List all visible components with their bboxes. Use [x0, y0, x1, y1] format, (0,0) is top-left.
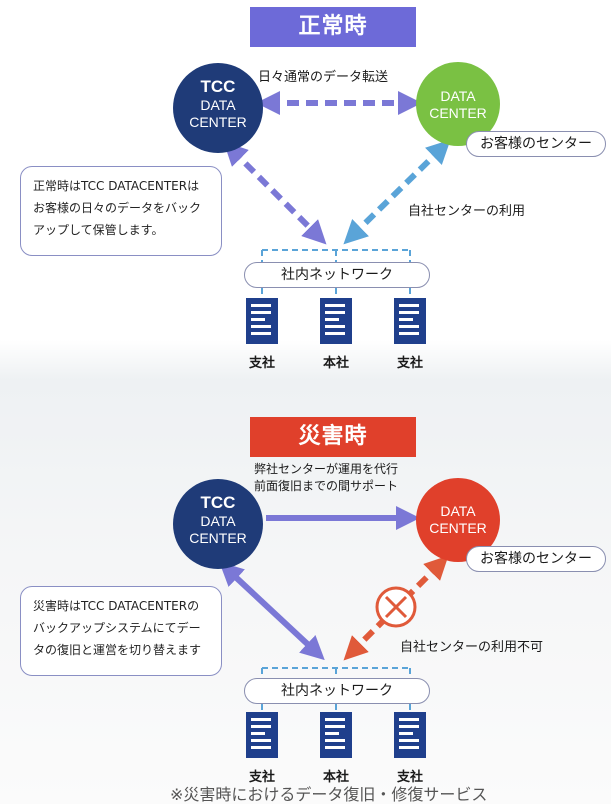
disaster-note-line: バックアップシステムにてデー — [33, 621, 201, 635]
tcc-datacenter-circle — [173, 479, 263, 569]
server-label-branch: 支社 — [248, 356, 275, 371]
network-lines — [261, 249, 411, 298]
normal-note-box: 正常時はTCC DATACENTERは お客様の日々のデータをバック アップして… — [20, 166, 222, 256]
client-label-line1: DATA — [440, 88, 476, 104]
network-lines — [261, 667, 411, 712]
disaster-diagram — [173, 478, 500, 758]
client-center-tag: お客様のセンター — [466, 131, 606, 157]
client-label-line2: CENTER — [429, 520, 487, 536]
server-icon — [394, 298, 426, 344]
disaster-recovery-arrow — [219, 561, 325, 661]
client-datacenter-label: DATA CENTER — [416, 88, 500, 122]
server-icon — [320, 298, 352, 344]
disaster-title: 災害時 — [250, 417, 416, 457]
tcc-label-line2: DATA — [200, 97, 236, 113]
normal-title: 正常時 — [250, 7, 416, 47]
normal-diagram — [173, 62, 500, 344]
disaster-unavailable-caption: 自社センターの利用不可 — [400, 640, 544, 655]
normal-network-pill: 社内ネットワーク — [244, 262, 430, 288]
disaster-note-line: タの復旧と運営を切り替えます — [33, 643, 202, 657]
client-datacenter-circle — [416, 62, 500, 146]
client-datacenter-circle — [416, 478, 500, 562]
server-label-branch: 支社 — [396, 770, 423, 785]
normal-note-line: アップして保管します。 — [33, 223, 164, 237]
normal-transfer-caption: 日々通常のデータ転送 — [258, 70, 389, 85]
tcc-label-line3: CENTER — [189, 114, 247, 130]
tcc-label-line1: TCC — [200, 493, 236, 512]
disaster-note-box: 災害時はTCC DATACENTERの バックアップシステムにてデー タの復旧と… — [20, 586, 222, 676]
server-icon — [394, 712, 426, 758]
disaster-network-pill: 社内ネットワーク — [244, 678, 430, 704]
disaster-caption-line2: 前面復旧までの間サポート — [254, 479, 399, 493]
tcc-label-line3: CENTER — [189, 530, 247, 546]
server-icon — [320, 712, 352, 758]
normal-note-line: 正常時はTCC DATACENTERは — [33, 179, 200, 193]
disaster-note-line: 災害時はTCC DATACENTERの — [33, 599, 200, 613]
server-label-hq: 本社 — [322, 356, 349, 371]
server-label-branch: 支社 — [248, 770, 275, 785]
unavailable-cross-icon — [375, 586, 417, 628]
client-label-line1: DATA — [440, 503, 476, 519]
client-label-line2: CENTER — [429, 105, 487, 121]
server-label-branch: 支社 — [396, 356, 423, 371]
normal-backup-arrow — [223, 141, 327, 245]
client-center-tag: お客様のセンター — [466, 546, 606, 572]
server-icon — [246, 712, 278, 758]
tcc-label-line2: DATA — [200, 513, 236, 529]
disaster-caption-line1: 弊社センターが運用を代行 — [254, 462, 399, 476]
normal-note-line: お客様の日々のデータをバック — [33, 201, 202, 215]
tcc-datacenter-circle — [173, 63, 263, 153]
client-datacenter-label: DATA CENTER — [416, 503, 500, 537]
server-icon — [246, 298, 278, 344]
normal-own-center-caption: 自社センターの利用 — [408, 204, 526, 219]
normal-own-center-arrow — [343, 139, 451, 245]
footer-caption: ※災害時におけるデータ復旧・修復サービス — [170, 785, 488, 804]
tcc-label-line1: TCC — [200, 77, 236, 96]
tcc-datacenter-label: TCC DATA CENTER — [173, 494, 263, 547]
tcc-datacenter-label: TCC DATA CENTER — [173, 78, 263, 131]
server-label-hq: 本社 — [322, 770, 349, 785]
